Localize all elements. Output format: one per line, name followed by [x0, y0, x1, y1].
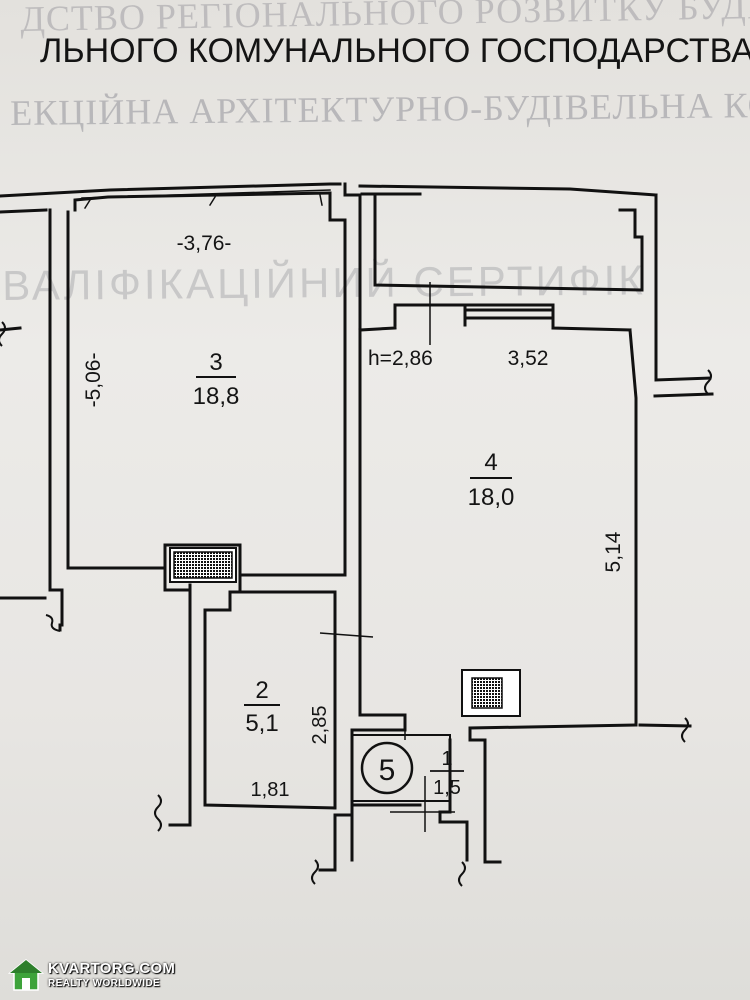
watermark-logo: KVARTORG.COM REALTY WORLDWIDE	[8, 958, 175, 992]
dimension-room3-width: -3,76-	[177, 232, 232, 255]
window-room3-marks	[83, 194, 323, 210]
room-3-number: 3	[209, 349, 222, 376]
room-3-area: 18,8	[193, 383, 240, 410]
wall-outer-right	[654, 193, 712, 382]
break-mark-right-1	[704, 369, 712, 395]
room-2-number: 2	[255, 677, 268, 704]
dimension-ceiling-height: h=2,86	[368, 347, 433, 370]
wall-room2-top	[203, 590, 337, 612]
dimension-room2-width: 1,81	[251, 779, 290, 801]
break-mark-bottom-2	[311, 859, 319, 885]
dimension-room4-height: 5,14	[602, 531, 625, 572]
dimension-room4-width: 3,52	[508, 347, 549, 370]
wall-pillar	[328, 191, 347, 577]
wall-right-outer	[638, 392, 714, 728]
wall-lower-left	[0, 596, 62, 632]
wall-left-stub	[0, 326, 22, 332]
wall-right-inner	[628, 328, 638, 727]
room-1-area: 1,5	[433, 777, 461, 799]
wall-balcony-right	[618, 208, 644, 292]
break-mark-left-1	[0, 321, 6, 347]
room-4-area: 18,0	[468, 484, 515, 511]
break-mark-bottom-3	[458, 861, 466, 887]
break-mark-bottom-1	[154, 794, 162, 832]
wall-pillar-right	[343, 182, 362, 332]
window-room3	[81, 189, 331, 199]
unit-marker: 5	[351, 734, 451, 802]
room-1-label: 1 1,5	[430, 748, 464, 799]
room-2-area: 5,1	[245, 710, 278, 737]
wall-partition	[358, 328, 407, 717]
room-1-number: 1	[441, 748, 452, 770]
background-header-line-2: ЛЬНОГО КОМУНАЛЬНОГО ГОСПОДАРСТВА У	[40, 32, 750, 70]
door-mark-room2	[319, 632, 374, 638]
dimension-room2-height: 2,85	[309, 706, 331, 745]
wall-balcony-left	[373, 192, 642, 292]
room-3-label: 3 18,8	[193, 349, 240, 410]
window-room4	[463, 303, 555, 327]
vent-shaft-right	[461, 669, 521, 717]
wall-corridor-left	[318, 803, 354, 872]
watermark-tagline: REALTY WORLDWIDE	[48, 978, 161, 989]
wall-room2-notch	[163, 566, 242, 594]
house-icon	[8, 959, 44, 991]
wall-left-outer	[48, 208, 64, 627]
watermark-brand: KVARTORG.COM	[48, 960, 176, 977]
unit-marker-number: 5	[379, 754, 396, 787]
room-4-number: 4	[484, 449, 497, 476]
vent-shaft-left	[169, 547, 237, 583]
room-2-label: 2 5,1	[244, 677, 280, 737]
break-mark-right-2	[681, 717, 689, 743]
wall-top-outer	[0, 182, 658, 198]
wall-top-inner	[0, 191, 422, 214]
break-mark-left-2	[45, 614, 61, 632]
room-4-label: 4 18,0	[468, 449, 515, 511]
dimension-room3-height: -5,06-	[82, 353, 105, 408]
wall-room2-left	[168, 583, 337, 827]
